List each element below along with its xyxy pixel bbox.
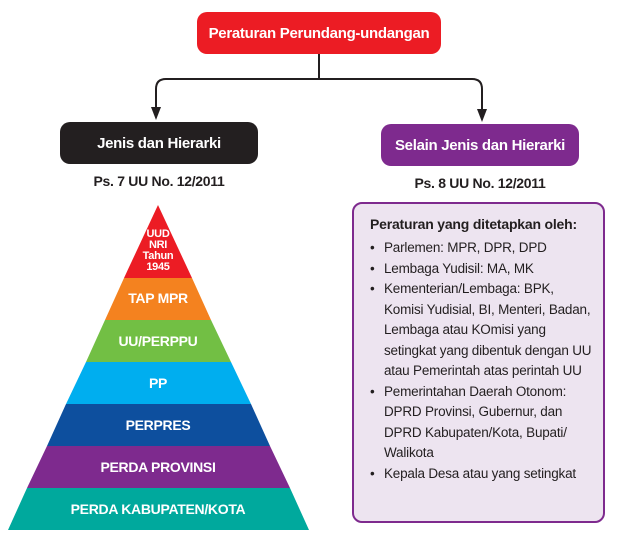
list-item: Parlemen: MPR, DPR, DPD [370, 238, 593, 259]
pyramid-level-label: PERPRES [125, 417, 191, 433]
pyramid-apex-label: UUD NRI Tahun 1945 [118, 229, 198, 273]
pyramid-level-5 [27, 446, 290, 488]
pyramid-level-6 [8, 488, 309, 530]
pyramid-level-2 [86, 320, 231, 362]
arrow-down-right [477, 109, 487, 122]
info-panel: Peraturan yang ditetapkan oleh: Parlemen… [352, 202, 605, 523]
root-label: Peraturan Perundang-undangan [208, 24, 430, 42]
left-branch-label: Jenis dan Hierarki [97, 134, 221, 152]
right-branch-subtitle: Ps. 8 UU No. 12/2011 [414, 175, 546, 191]
root-node: Peraturan Perundang-undangan [197, 12, 441, 54]
left-branch-node: Jenis dan Hierarki [60, 122, 258, 164]
apex-line: UUD [146, 228, 170, 240]
arrow-down-left [151, 107, 161, 120]
pyramid [8, 205, 309, 530]
info-list: Parlemen: MPR, DPR, DPD Lembaga Yudisil:… [370, 238, 593, 484]
pyramid-level-label: PERDA KABUPATEN/KOTA [70, 501, 246, 517]
pyramid-level-3 [66, 362, 251, 404]
list-item: Kementerian/Lembaga: BPK, Komisi Yudisia… [370, 279, 593, 382]
pyramid-level-1 [105, 278, 211, 320]
info-title: Peraturan yang ditetapkan oleh: [370, 216, 577, 232]
left-branch-subtitle: Ps. 7 UU No. 12/2011 [93, 173, 225, 189]
apex-line: 1945 [146, 261, 170, 273]
right-branch-label: Selain Jenis dan Hierarki [394, 136, 566, 154]
pyramid-level-4 [47, 404, 270, 446]
pyramid-level-label: PERDA PROVINSI [100, 459, 216, 475]
list-item: Kepala Desa atau yang setingkat [370, 464, 593, 485]
list-item: Pemerintahan Daerah Otonom: DPRD Provins… [370, 382, 593, 464]
pyramid-apex [124, 205, 192, 278]
apex-line: NRI [148, 239, 168, 251]
list-item: Lembaga Yudisil: MA, MK [370, 259, 593, 280]
right-branch-node: Selain Jenis dan Hierarki [381, 124, 579, 166]
apex-line: Tahun [142, 250, 174, 262]
pyramid-level-label: UU/PERPPU [118, 333, 198, 349]
pyramid-level-label: TAP MPR [128, 290, 188, 306]
pyramid-level-label: PP [148, 375, 168, 391]
